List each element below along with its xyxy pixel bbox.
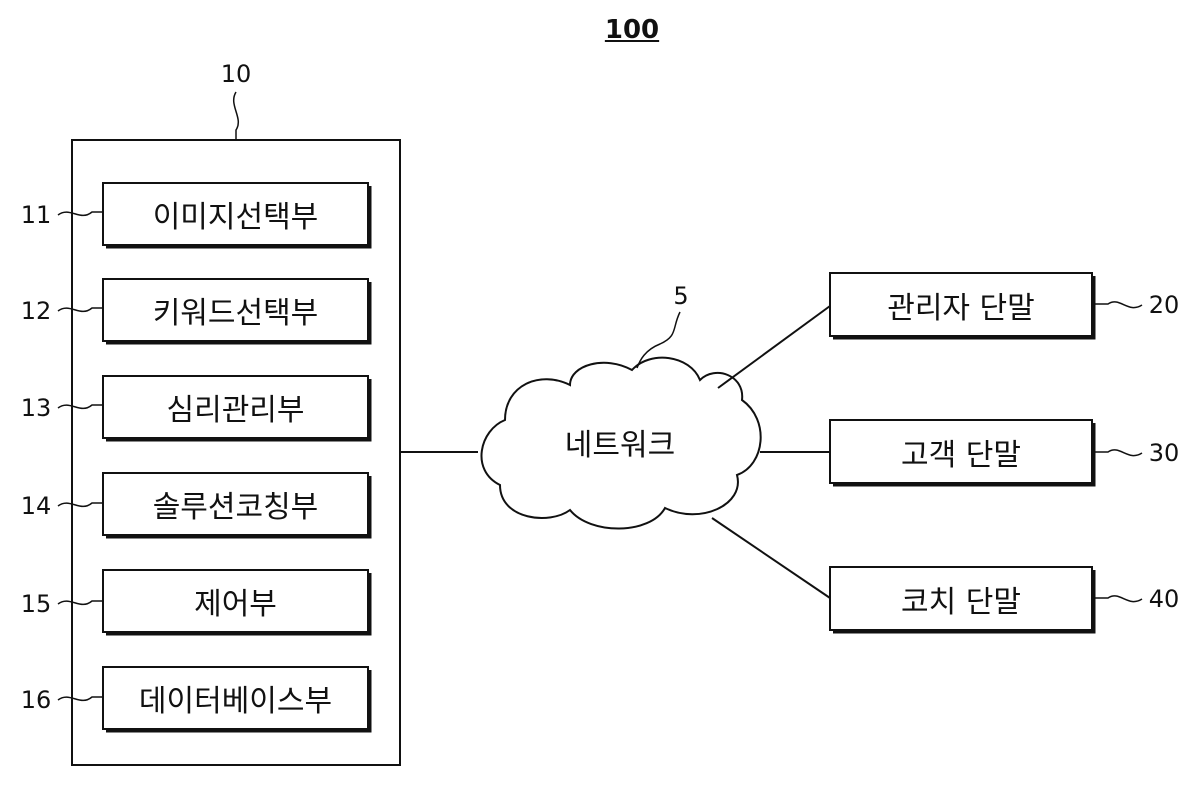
module-image-select: 이미지선택부 <box>103 183 368 245</box>
network-coach-line <box>712 518 830 598</box>
terminal-customer: 고객 단말 <box>830 420 1092 483</box>
server-ref-leader <box>234 92 239 140</box>
network-ref-label: 5 <box>673 284 688 308</box>
module-keyword-select: 키워드선택부 <box>103 279 368 341</box>
terminal-ref-40: 40 <box>1149 587 1180 611</box>
terminal-ref-20: 20 <box>1149 293 1180 317</box>
network-admin-line <box>718 306 830 388</box>
module-psych-manage: 심리관리부 <box>103 376 368 438</box>
module-boxes <box>103 183 370 731</box>
module-ref-leaders <box>58 212 103 700</box>
module-control: 제어부 <box>103 570 368 632</box>
module-ref-15: 15 <box>21 592 52 616</box>
figure-number: 100 <box>605 15 659 45</box>
terminal-coach: 코치 단말 <box>830 567 1092 630</box>
server-ref-label: 10 <box>221 62 252 86</box>
module-solution-coaching: 솔루션코칭부 <box>103 473 368 535</box>
module-ref-13: 13 <box>21 396 52 420</box>
module-database: 데이터베이스부 <box>103 667 368 729</box>
module-ref-14: 14 <box>21 494 52 518</box>
terminal-ref-leaders <box>1094 302 1142 602</box>
module-ref-12: 12 <box>21 299 52 323</box>
module-ref-11: 11 <box>21 203 52 227</box>
terminal-admin: 관리자 단말 <box>830 273 1092 336</box>
network-label: 네트워크 <box>540 420 700 464</box>
terminal-ref-30: 30 <box>1149 441 1180 465</box>
module-ref-16: 16 <box>21 688 52 712</box>
